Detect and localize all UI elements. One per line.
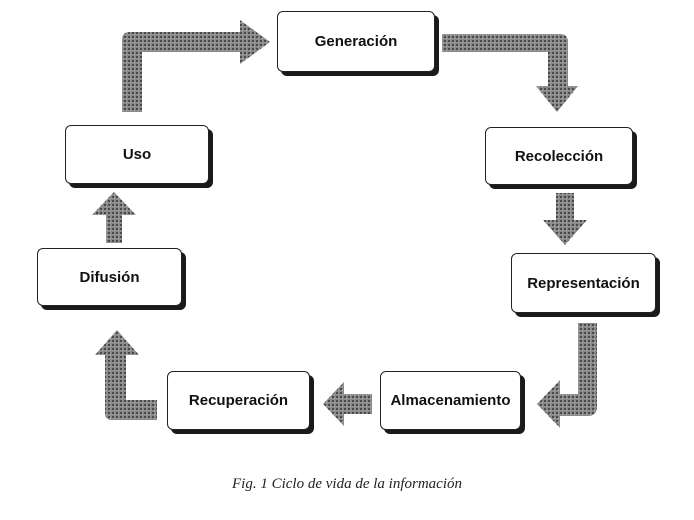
node-label: Almacenamiento [390, 392, 511, 409]
node-almacenamiento: Almacenamiento [380, 371, 521, 430]
node-label: Representación [527, 274, 640, 292]
figure-caption: Fig. 1 Ciclo de vida de la información [232, 476, 462, 492]
node-difusion: Difusión [37, 248, 182, 306]
node-label: Generación [314, 33, 398, 50]
arrow-recoleccion-representacion [543, 193, 587, 245]
node-label: Uso [122, 146, 152, 163]
node-generacion: Generación [277, 11, 435, 72]
arrow-difusion-uso [92, 192, 136, 243]
arrow-almacenamiento-recuperacion [323, 382, 372, 426]
node-representacion: Representación [511, 253, 656, 313]
node-recuperacion: Recuperación [167, 371, 310, 430]
arrow-generacion-recoleccion [442, 34, 578, 112]
arrow-representacion-almacenamiento [537, 323, 597, 428]
node-label: Recolección [514, 147, 604, 165]
arrow-recuperacion-difusion [95, 330, 157, 420]
arrow-uso-generacion [122, 20, 270, 112]
node-uso: Uso [65, 125, 209, 184]
node-recoleccion: Recolección [485, 127, 633, 185]
node-label: Difusión [79, 268, 140, 286]
node-label: Recuperación [188, 392, 289, 409]
